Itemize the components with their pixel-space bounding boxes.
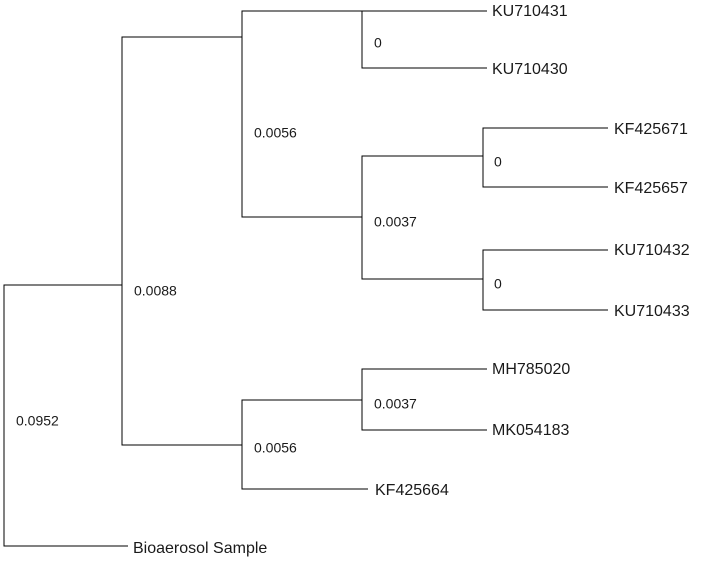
leaf-label: KU710433 (614, 303, 690, 320)
branch-node-g (241, 399, 368, 490)
leaf-label: KU710432 (614, 242, 690, 259)
leaf-label: KF425657 (614, 180, 688, 197)
branch-node-h (361, 368, 487, 431)
node-value-label: 0.0056 (254, 440, 297, 456)
branch-node-d (361, 155, 483, 280)
node-value-label: 0 (494, 276, 502, 292)
leaf-label: KU710430 (492, 61, 568, 78)
leaf-label: MK054183 (492, 422, 569, 439)
leaf-label: Bioaerosol Sample (133, 540, 267, 557)
branch-node-f (482, 249, 608, 311)
branch-node-a (121, 36, 242, 446)
leaf-label: MH785020 (492, 361, 570, 378)
node-value-label: 0 (374, 35, 382, 51)
branch-node-e (482, 127, 608, 188)
node-value-label: 0.0037 (374, 214, 417, 230)
node-value-label: 0.0056 (254, 125, 297, 141)
leaf-label: KU710431 (492, 3, 568, 20)
leaf-label: KF425664 (375, 482, 449, 499)
tree-branches (3, 10, 608, 547)
leaf-labels: KU710431 KU710430 KF425671 KF425657 KU71… (133, 3, 690, 557)
branch-root (3, 284, 128, 547)
node-value-label: 0 (494, 154, 502, 170)
node-value-label: 0.0037 (374, 396, 417, 412)
branch-node-c (361, 10, 487, 69)
leaf-label: KF425671 (614, 121, 688, 138)
node-labels: 0.0952 0.0088 0.0056 0 0.0037 0 0 0.0056… (16, 35, 502, 456)
branch-node-b (241, 10, 362, 218)
node-value-label: 0.0088 (134, 283, 177, 299)
node-value-label: 0.0952 (16, 413, 59, 429)
